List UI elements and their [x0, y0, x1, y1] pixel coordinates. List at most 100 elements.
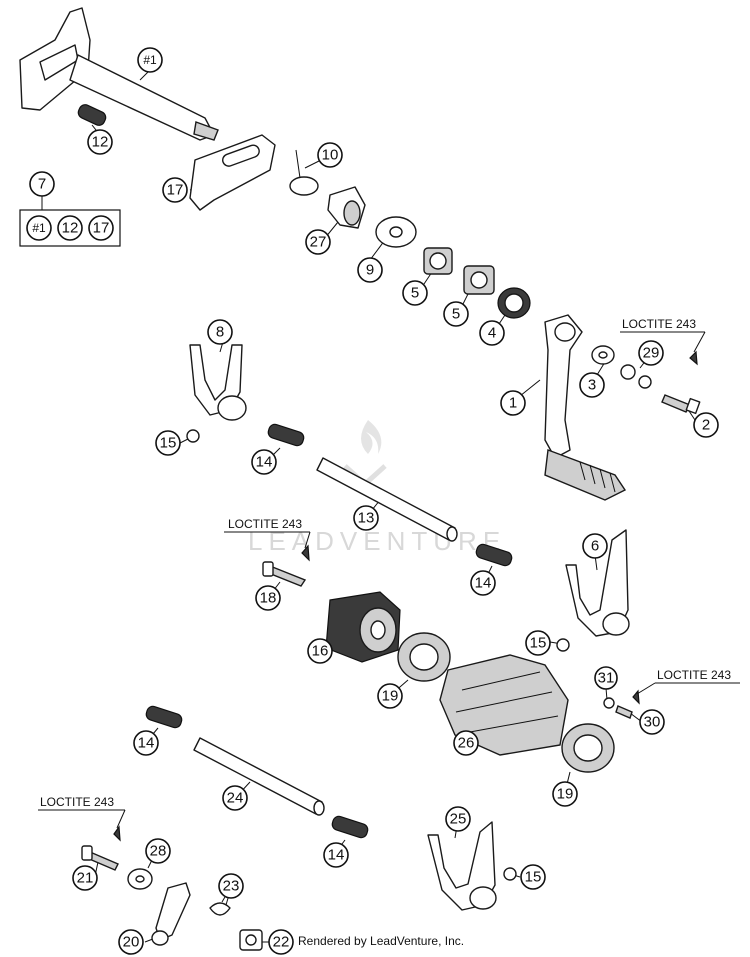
svg-text:#1: #1	[32, 221, 46, 235]
svg-text:19: 19	[557, 786, 574, 803]
loctite-label-1: LOCTITE 243	[622, 317, 696, 331]
callout-5a[interactable]: 5	[402, 280, 428, 306]
svg-text:14: 14	[475, 575, 492, 592]
needle-bearing-5a	[423, 247, 453, 275]
callout-16[interactable]: 16	[307, 638, 333, 664]
loctite-label-2: LOCTITE 243	[228, 517, 302, 531]
callout-10[interactable]: 10	[317, 142, 343, 168]
plate-17	[189, 134, 276, 211]
svg-text:12: 12	[62, 220, 79, 237]
kit-item-1[interactable]: #1	[26, 215, 52, 241]
bolt-2	[661, 350, 701, 415]
svg-text:4: 4	[488, 325, 496, 342]
callout-3[interactable]: 3	[579, 372, 605, 398]
svg-text:14: 14	[138, 735, 155, 752]
callout-2[interactable]: 2	[693, 412, 719, 438]
svg-text:5: 5	[411, 285, 419, 302]
watermark-text: LEADVENTURE	[248, 526, 506, 556]
svg-text:17: 17	[167, 182, 184, 199]
shift-shaft	[19, 7, 219, 141]
svg-text:28: 28	[150, 843, 167, 860]
callout-12[interactable]: 12	[87, 129, 113, 155]
needle-bearing-5b	[463, 265, 495, 295]
svg-text:12: 12	[92, 134, 109, 151]
screw-21	[81, 825, 121, 871]
bearing-19a	[397, 632, 451, 682]
callout-15a[interactable]: 15	[155, 430, 181, 456]
svg-text:5: 5	[452, 306, 460, 323]
kit-item-12[interactable]: 12	[57, 215, 83, 241]
callout-14b[interactable]: 14	[470, 570, 496, 596]
callout-20[interactable]: 20	[118, 929, 144, 955]
svg-text:19: 19	[382, 688, 399, 705]
callout-4[interactable]: 4	[479, 320, 505, 346]
svg-text:10: 10	[322, 147, 339, 164]
pin-15c	[503, 867, 517, 881]
callout-14a[interactable]: 14	[251, 449, 277, 475]
callout-27[interactable]: 27	[305, 229, 331, 255]
bearing-19b	[561, 723, 615, 773]
svg-text:14: 14	[328, 847, 345, 864]
svg-text:22: 22	[273, 934, 290, 951]
rod-13	[316, 457, 458, 542]
spring-12	[77, 104, 107, 126]
washer-3	[591, 345, 615, 365]
kit-item-17[interactable]: 17	[88, 215, 114, 241]
callout-31[interactable]: 31	[594, 666, 618, 690]
callout-14d[interactable]: 14	[323, 842, 349, 868]
screw-30	[615, 689, 640, 719]
callout-19a[interactable]: 19	[377, 683, 403, 709]
seal-4	[497, 287, 531, 319]
callout-14c[interactable]: 14	[133, 730, 159, 756]
shift-drum-26	[439, 654, 569, 756]
callout-28[interactable]: 28	[145, 838, 171, 864]
spring-14a	[267, 423, 305, 447]
svg-text:24: 24	[227, 790, 244, 807]
callout-8[interactable]: 8	[207, 319, 233, 345]
spring-14c	[145, 705, 183, 729]
callout-15c[interactable]: 15	[520, 864, 546, 890]
callout-19b[interactable]: 19	[552, 781, 578, 807]
callout-18[interactable]: 18	[255, 585, 281, 611]
callout-7[interactable]: 7	[29, 171, 55, 197]
washer-31	[603, 697, 615, 709]
svg-text:14: 14	[256, 454, 273, 471]
callout-13[interactable]: 13	[353, 505, 379, 531]
washer-9	[375, 216, 417, 248]
svg-text:18: 18	[260, 590, 277, 607]
callout-21[interactable]: 21	[72, 865, 98, 891]
shift-fork-25	[427, 821, 497, 911]
svg-text:15: 15	[530, 635, 547, 652]
callout-22[interactable]: 22	[268, 929, 294, 955]
loctite-label-4: LOCTITE 243	[40, 795, 114, 809]
roller-22	[239, 929, 263, 951]
pin-15a	[186, 429, 200, 443]
callout-26[interactable]: 26	[453, 730, 479, 756]
callout-6[interactable]: 6	[582, 533, 608, 559]
callout-25[interactable]: 25	[445, 806, 471, 832]
callout-9[interactable]: 9	[357, 257, 383, 283]
callout-29[interactable]: 29	[638, 340, 664, 366]
callout-1-lever[interactable]: 1	[500, 390, 526, 416]
screw-18	[262, 544, 310, 587]
svg-text:1: 1	[509, 395, 517, 412]
svg-text:15: 15	[160, 435, 177, 452]
callout-1[interactable]: #1	[137, 47, 163, 73]
parts	[19, 7, 701, 951]
callout-5b[interactable]: 5	[443, 301, 469, 327]
callout-23[interactable]: 23	[218, 873, 244, 899]
washer-28	[127, 868, 153, 890]
callout-30[interactable]: 30	[639, 709, 665, 735]
render-credit: Rendered by LeadVenture, Inc.	[298, 934, 465, 948]
svg-text:8: 8	[216, 324, 224, 341]
shift-lever	[544, 314, 627, 501]
svg-text:9: 9	[366, 262, 374, 279]
callout-17[interactable]: 17	[162, 177, 188, 203]
svg-text:15: 15	[525, 869, 542, 886]
svg-text:#1: #1	[143, 53, 157, 67]
svg-text:23: 23	[223, 878, 240, 895]
callout-15b[interactable]: 15	[525, 630, 551, 656]
svg-text:26: 26	[458, 735, 475, 752]
callout-24[interactable]: 24	[222, 785, 248, 811]
